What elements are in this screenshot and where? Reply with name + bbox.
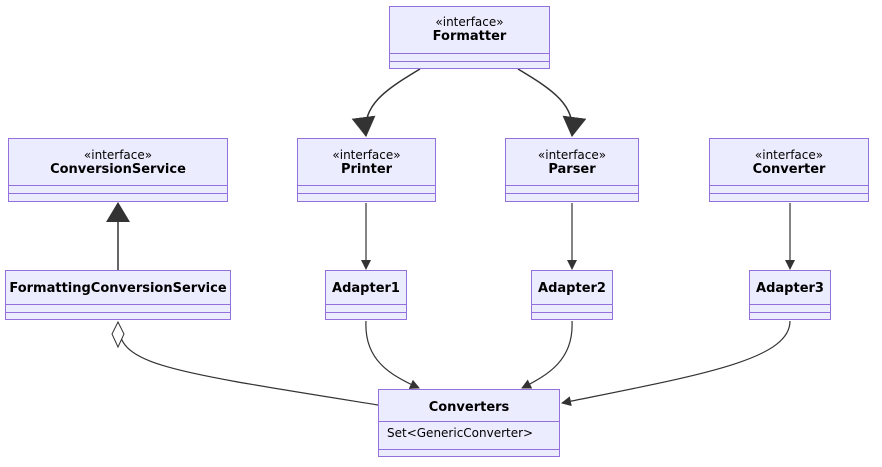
class-adapter1: Adapter1 [325, 270, 407, 320]
class-name: Adapter3 [756, 281, 824, 296]
class-name: Adapter1 [332, 281, 400, 296]
edge-adapter1-converters [365, 320, 420, 389]
class-name: Printer [340, 162, 393, 177]
edge-adapter2-converters [521, 320, 573, 389]
edge-fcs-converters-aggregation [118, 322, 379, 406]
class-stereotype: «interface» [83, 148, 153, 162]
class-stereotype: «interface» [435, 15, 504, 29]
edge-adapter3-converters [561, 320, 791, 407]
class-adapter3: Adapter3 [749, 270, 831, 320]
class-member: Set<GenericConverter> [387, 426, 534, 440]
edge-formatter-parser [517, 68, 587, 137]
class-conversion-service: «interface» ConversionService [8, 138, 228, 202]
class-formatting-conversion-service: FormattingConversionService [5, 270, 231, 320]
class-adapter2: Adapter2 [531, 270, 613, 320]
class-formatter: «interface» Formatter [389, 6, 550, 69]
class-converter: «interface» Converter [709, 138, 869, 202]
edge-formatter-printer [351, 68, 421, 137]
class-name: Adapter2 [538, 281, 606, 296]
class-name: Parser [548, 162, 596, 177]
class-stereotype: «interface» [754, 148, 824, 162]
class-converters: Converters Set<GenericConverter> [378, 389, 560, 457]
class-printer: «interface» Printer [297, 138, 436, 202]
class-name: FormattingConversionService [9, 281, 227, 296]
class-name: Converters [428, 400, 510, 415]
class-name: ConversionService [50, 162, 186, 177]
class-parser: «interface» Parser [505, 138, 639, 202]
class-name: Formatter [432, 29, 507, 44]
class-name: Converter [752, 162, 826, 177]
class-stereotype: «interface» [537, 148, 607, 162]
class-stereotype: «interface» [332, 148, 401, 162]
